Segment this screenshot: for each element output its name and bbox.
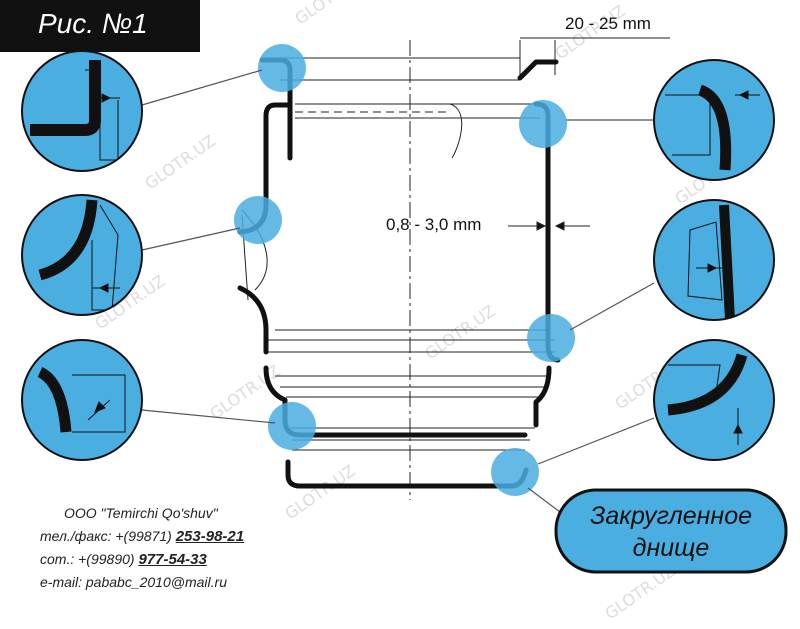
watermark: GLOTR.UZ bbox=[281, 461, 358, 523]
detail-view-6 bbox=[653, 339, 775, 461]
email-row: e-mail: pababc_2010@mail.ru bbox=[40, 574, 227, 590]
marker-shoulder-right bbox=[519, 100, 567, 148]
callout-text: Закругленное днище bbox=[556, 500, 786, 564]
phone-row: тел./факс: +(99871) 253-98-21 bbox=[40, 525, 244, 548]
mobile-label: com.: +(99890) bbox=[40, 551, 135, 567]
leader-lines bbox=[141, 69, 655, 513]
callout-pill bbox=[554, 488, 788, 574]
wall-thickness-dimension: 0,8 - 3,0 mm bbox=[386, 215, 482, 234]
phone-number: 253-98-21 bbox=[175, 528, 245, 545]
watermark: GLOTR.UZ bbox=[421, 301, 498, 363]
marker-neck-left bbox=[268, 402, 316, 450]
marker-wall-right bbox=[527, 314, 575, 362]
construction-lines bbox=[241, 37, 670, 500]
callout-line-2: днище bbox=[632, 534, 710, 562]
detail-view-5 bbox=[653, 199, 775, 321]
marker-bottom-right bbox=[491, 448, 539, 496]
company-name: ООО "Temirchi Qo'shuv" bbox=[64, 505, 218, 521]
watermark: GLOTR.UZ bbox=[141, 131, 218, 193]
mobile-row: com.: +(99890) 977-54-33 bbox=[40, 548, 244, 571]
detail-view-1 bbox=[21, 50, 143, 172]
mobile-number: 977-54-33 bbox=[138, 551, 207, 568]
detail-view-4 bbox=[653, 59, 775, 181]
figure-label: Рис. №1 bbox=[38, 8, 148, 39]
phone-label: тел./факс: +(99871) bbox=[40, 528, 172, 544]
detail-markers bbox=[234, 44, 575, 496]
watermark: GLOTR.UZ bbox=[291, 0, 368, 28]
detail-view-3 bbox=[21, 339, 143, 461]
flange-width-dimension: 20 - 25 mm bbox=[565, 14, 651, 33]
marker-wall-left bbox=[234, 196, 282, 244]
marker-flange-top-left bbox=[258, 44, 306, 92]
callout-line-1: Закругленное bbox=[590, 502, 752, 530]
contact-block: ООО "Temirchi Qo'shuv" тел./факс: +(9987… bbox=[40, 502, 244, 594]
figure-label-box bbox=[0, 0, 200, 52]
detail-view-2 bbox=[21, 194, 143, 316]
